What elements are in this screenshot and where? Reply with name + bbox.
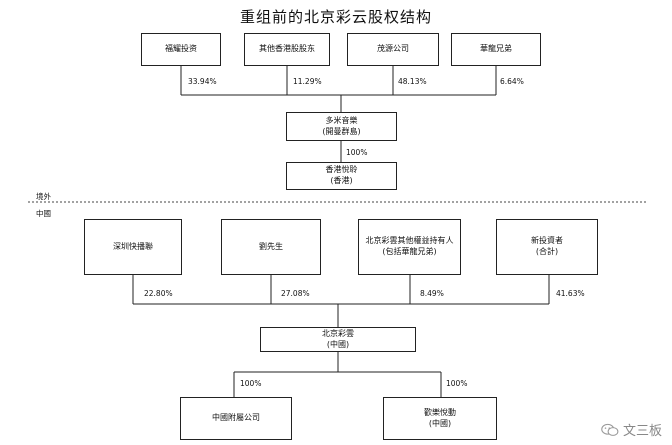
shareholder-box-fuyao: 福耀投资 xyxy=(141,33,221,66)
shareholder-box-maoyuan: 茂源公司 xyxy=(347,33,439,66)
domestic-shareholder-box-shenzhen: 深圳快播聯 xyxy=(84,219,182,275)
pct-label: 48.13% xyxy=(398,77,427,86)
shareholder-name: 其他香港股股东 xyxy=(259,44,315,54)
beijing-caiyun-box: 北京彩雲 (中國) xyxy=(260,327,416,352)
domestic-shareholder-name: 劉先生 xyxy=(259,241,283,251)
domestic-shareholder-sub: (合計) xyxy=(535,247,559,256)
domestic-shareholder-box-liu: 劉先生 xyxy=(221,219,321,275)
region-china-label: 中國 xyxy=(36,209,51,218)
hk-entity-sub: (香港) xyxy=(330,176,353,185)
pct-label: 41.63% xyxy=(556,289,585,298)
subsidiary-name: 中國附屬公司 xyxy=(212,413,260,423)
domestic-shareholder-sub: (包括華龍兄弟) xyxy=(382,247,437,256)
pct-label: 11.29% xyxy=(293,77,322,86)
domestic-shareholder-name: 北京彩雲其他權益持有人 xyxy=(365,236,454,246)
domestic-shareholder-name: 深圳快播聯 xyxy=(113,241,153,251)
hk-entity-box: 香港悅聆 (香港) xyxy=(286,162,397,190)
beijing-caiyun-name: 北京彩雲 xyxy=(322,328,354,338)
shareholder-name: 華龍兄弟 xyxy=(480,44,512,54)
holding-box: 多米音樂 (開曼群島) xyxy=(286,112,397,141)
holding-sub: (開曼群島) xyxy=(322,126,361,136)
beijing-caiyun-sub: (中國) xyxy=(326,339,350,349)
pct-label: 22.80% xyxy=(144,289,173,298)
hk-entity-name: 香港悅聆 xyxy=(325,165,358,175)
wechat-icon xyxy=(601,423,619,436)
diagram-title: 重组前的北京彩云股权结构 xyxy=(239,8,432,26)
pct-label: 8.49% xyxy=(420,289,444,298)
domestic-shareholder-name: 新投資者 xyxy=(531,236,563,246)
watermark: 文三板 xyxy=(601,420,662,439)
shareholder-name: 茂源公司 xyxy=(377,44,409,54)
shareholder-box-other-hk: 其他香港股股东 xyxy=(244,33,330,66)
watermark-text: 文三板 xyxy=(622,424,662,439)
domestic-shareholder-box-other: 北京彩雲其他權益持有人 (包括華龍兄弟) xyxy=(358,219,461,275)
holding-name: 多米音樂 xyxy=(325,115,358,125)
subsidiary-box-huanle: 歡樂悅動 (中國) xyxy=(383,397,497,440)
subsidiary-name: 歡樂悅動 xyxy=(424,407,456,417)
pct-label: 100% xyxy=(240,379,262,388)
pct-label: 100% xyxy=(446,379,468,388)
subsidiary-box-china: 中國附屬公司 xyxy=(180,397,292,440)
pct-label: 100% xyxy=(346,148,368,157)
shareholder-name: 福耀投资 xyxy=(165,44,197,54)
pct-label: 33.94% xyxy=(188,77,217,86)
domestic-shareholder-box-new-investors: 新投資者 (合計) xyxy=(496,219,598,275)
subsidiary-sub: (中國) xyxy=(428,418,452,428)
region-offshore-label: 境外 xyxy=(36,192,51,201)
pct-label: 27.08% xyxy=(281,289,310,298)
pct-label: 6.64% xyxy=(500,77,524,86)
shareholder-box-hualong: 華龍兄弟 xyxy=(451,33,541,66)
